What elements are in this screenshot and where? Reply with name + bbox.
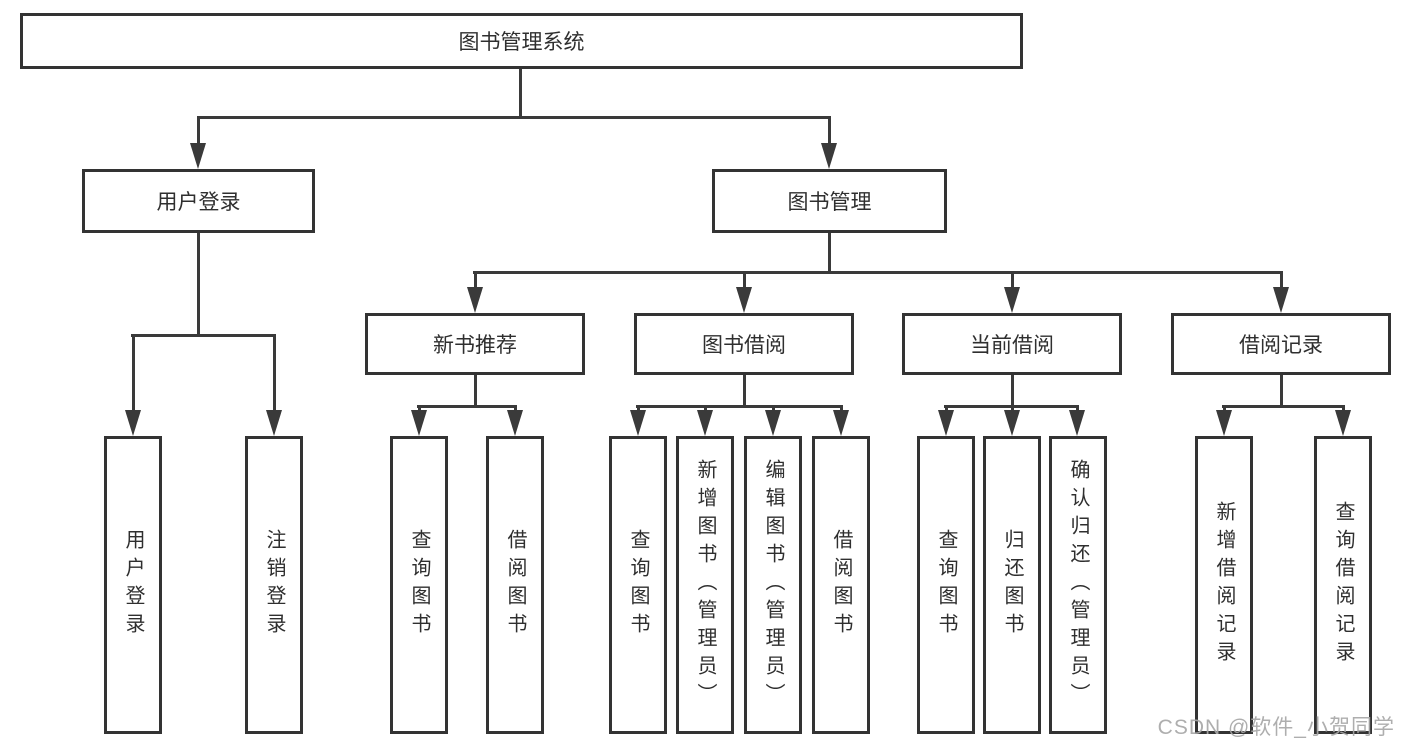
arrowhead (266, 410, 282, 436)
node-new-book-recommend: 新书推荐 (365, 313, 585, 375)
node-root: 图书管理系统 (20, 13, 1023, 69)
arrowhead (736, 287, 752, 313)
connector-shaft (1280, 274, 1283, 290)
leaf-query-book-1: 查询图书 (390, 436, 448, 734)
arrowhead (1069, 410, 1085, 436)
node-book-borrow: 图书借阅 (634, 313, 854, 375)
node-current-borrow: 当前借阅 (902, 313, 1122, 375)
connector-drop (1280, 375, 1283, 408)
connector-shaft (418, 405, 421, 413)
arrowhead (507, 410, 523, 436)
leaf-edit-book-admin: 编辑图书（管理员） (744, 436, 802, 734)
connector-shaft (743, 274, 746, 290)
node-user-login: 用户登录 (82, 169, 315, 233)
leaf-query-book-3: 查询图书 (917, 436, 975, 734)
connector-shaft (945, 405, 948, 413)
connector-shaft (637, 405, 640, 413)
arrowhead (833, 410, 849, 436)
arrowhead (1004, 410, 1020, 436)
arrowhead (821, 143, 837, 169)
arrowhead (1004, 287, 1020, 313)
leaf-add-book-admin: 新增图书（管理员） (676, 436, 734, 734)
arrowhead (467, 287, 483, 313)
leaf-add-borrow-record: 新增借阅记录 (1195, 436, 1253, 734)
leaf-confirm-return-admin: 确认归还（管理员） (1049, 436, 1107, 734)
connector-bus (417, 405, 517, 408)
connector-shaft (1011, 405, 1014, 413)
connector-shaft (828, 118, 831, 146)
connector-shaft (1076, 405, 1079, 413)
watermark: CSDN @软件_小贺同学 (1157, 716, 1395, 739)
leaf-return-book: 归还图书 (983, 436, 1041, 734)
leaf-user-login: 用户登录 (104, 436, 162, 734)
arrowhead (1273, 287, 1289, 313)
connector-level3-bus (473, 271, 1283, 274)
connector-shaft (1223, 405, 1226, 413)
connector-shaft (132, 337, 135, 413)
connector-shaft (514, 405, 517, 413)
leaf-query-book-2: 查询图书 (609, 436, 667, 734)
connector-shaft (273, 337, 276, 413)
node-borrow-record: 借阅记录 (1171, 313, 1391, 375)
connector-shaft (772, 405, 775, 413)
node-book-management: 图书管理 (712, 169, 947, 233)
leaf-logout: 注销登录 (245, 436, 303, 734)
arrowhead (938, 410, 954, 436)
arrowhead (411, 410, 427, 436)
connector-userlogin-bus (131, 334, 276, 337)
arrowhead (1216, 410, 1232, 436)
connector-root-drop (519, 69, 522, 118)
connector-bus (636, 405, 843, 408)
connector-shaft (1011, 274, 1014, 290)
connector-drop (474, 375, 477, 408)
arrowhead (1335, 410, 1351, 436)
connector-bus (1222, 405, 1345, 408)
arrowhead (190, 143, 206, 169)
arrowhead (697, 410, 713, 436)
connector-bookmgmt-drop (828, 233, 831, 274)
connector-drop (1011, 375, 1014, 408)
connector-shaft (840, 405, 843, 413)
arrowhead (765, 410, 781, 436)
connector-shaft (197, 118, 200, 146)
connector-shaft (704, 405, 707, 413)
connector-drop (743, 375, 746, 408)
connector-shaft (1342, 405, 1345, 413)
leaf-query-borrow-record: 查询借阅记录 (1314, 436, 1372, 734)
arrowhead (125, 410, 141, 436)
arrowhead (630, 410, 646, 436)
leaf-borrow-book-2: 借阅图书 (812, 436, 870, 734)
leaf-borrow-book-1: 借阅图书 (486, 436, 544, 734)
connector-userlogin-drop (197, 233, 200, 337)
connector-shaft (474, 274, 477, 290)
connector-level2-bus (197, 116, 831, 119)
